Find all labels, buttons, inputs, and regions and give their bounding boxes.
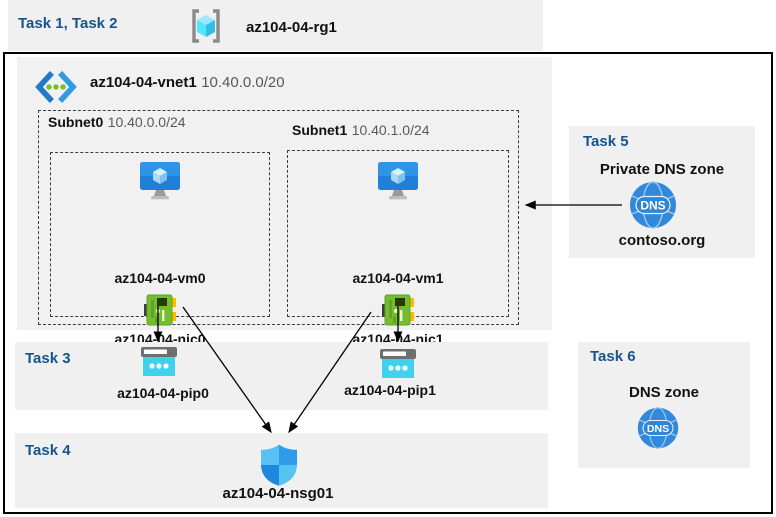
virtual-network-icon	[34, 71, 78, 103]
dns-zone-title: DNS zone	[628, 384, 699, 401]
vm0-label: az104-04-vm0	[114, 270, 206, 286]
task1-task2-label: Task 1, Task 2	[18, 15, 118, 32]
dns-globe-icon: DNS	[636, 406, 680, 450]
subnet1-title: Subnet1 10.40.1.0/24	[292, 122, 430, 140]
dns-globe-icon: DNS	[628, 180, 678, 230]
virtual-machine-icon	[139, 161, 181, 201]
task6-label: Task 6	[590, 348, 636, 365]
subnets-container	[38, 110, 519, 325]
vnet-title: az104-04-vnet1 10.40.0.0/20	[90, 74, 285, 92]
task5-label: Task 5	[583, 133, 629, 150]
svg-text:DNS: DNS	[640, 199, 665, 213]
task4-label: Task 4	[25, 442, 71, 459]
task3-band: Task 3 az104-04-pip0 az104-04-pip1	[15, 342, 548, 410]
svg-text:DNS: DNS	[647, 423, 669, 435]
task3-label: Task 3	[25, 350, 71, 367]
nsg-label: az104-04-nsg01	[222, 485, 334, 502]
resource-group-icon	[188, 7, 224, 45]
subnet1-name: Subnet1	[292, 122, 348, 138]
vm1-label: az104-04-vm1	[352, 270, 444, 286]
subnet0-cidr: 10.40.0.0/24	[107, 114, 186, 130]
network-interface-icon	[144, 293, 176, 327]
vnet-name: az104-04-vnet1	[90, 74, 197, 91]
private-dns-zone-name: contoso.org	[618, 232, 706, 249]
resource-group-name: az104-04-rg1	[246, 19, 337, 36]
task1-task2-band: Task 1, Task 2 az104-04-rg1	[8, 0, 543, 51]
vnet-cidr: 10.40.0.0/20	[201, 74, 285, 91]
task6-box: Task 6 DNS zone DNS	[578, 342, 750, 468]
pip1-label: az104-04-pip1	[344, 382, 436, 398]
vnet-box: az104-04-vnet1 10.40.0.0/20 Subnet0 10.4…	[17, 57, 552, 365]
subnet1-box: az104-04-vm1 az104-04-nic1 10.40.1.4	[287, 150, 509, 365]
subnet0-name: Subnet0	[48, 114, 104, 130]
subnet0-title: Subnet0 10.40.0.0/24	[48, 114, 186, 132]
task4-band: Task 4 az104-04-nsg01	[15, 433, 548, 508]
private-dns-zone-title: Private DNS zone	[599, 161, 725, 178]
network-security-group-shield-icon	[258, 443, 300, 487]
task5-box: Task 5 Private DNS zone DNS contoso.org	[569, 126, 755, 258]
virtual-machine-icon	[377, 161, 419, 201]
public-ip-icon	[380, 349, 416, 378]
public-ip-icon	[141, 347, 177, 376]
network-interface-icon	[382, 293, 414, 327]
subnet0-box: az104-04-vm0 az104-04-nic0 10.40.0.4	[50, 152, 270, 365]
pip0-label: az104-04-pip0	[117, 385, 209, 401]
subnet1-cidr: 10.40.1.0/24	[351, 122, 430, 138]
